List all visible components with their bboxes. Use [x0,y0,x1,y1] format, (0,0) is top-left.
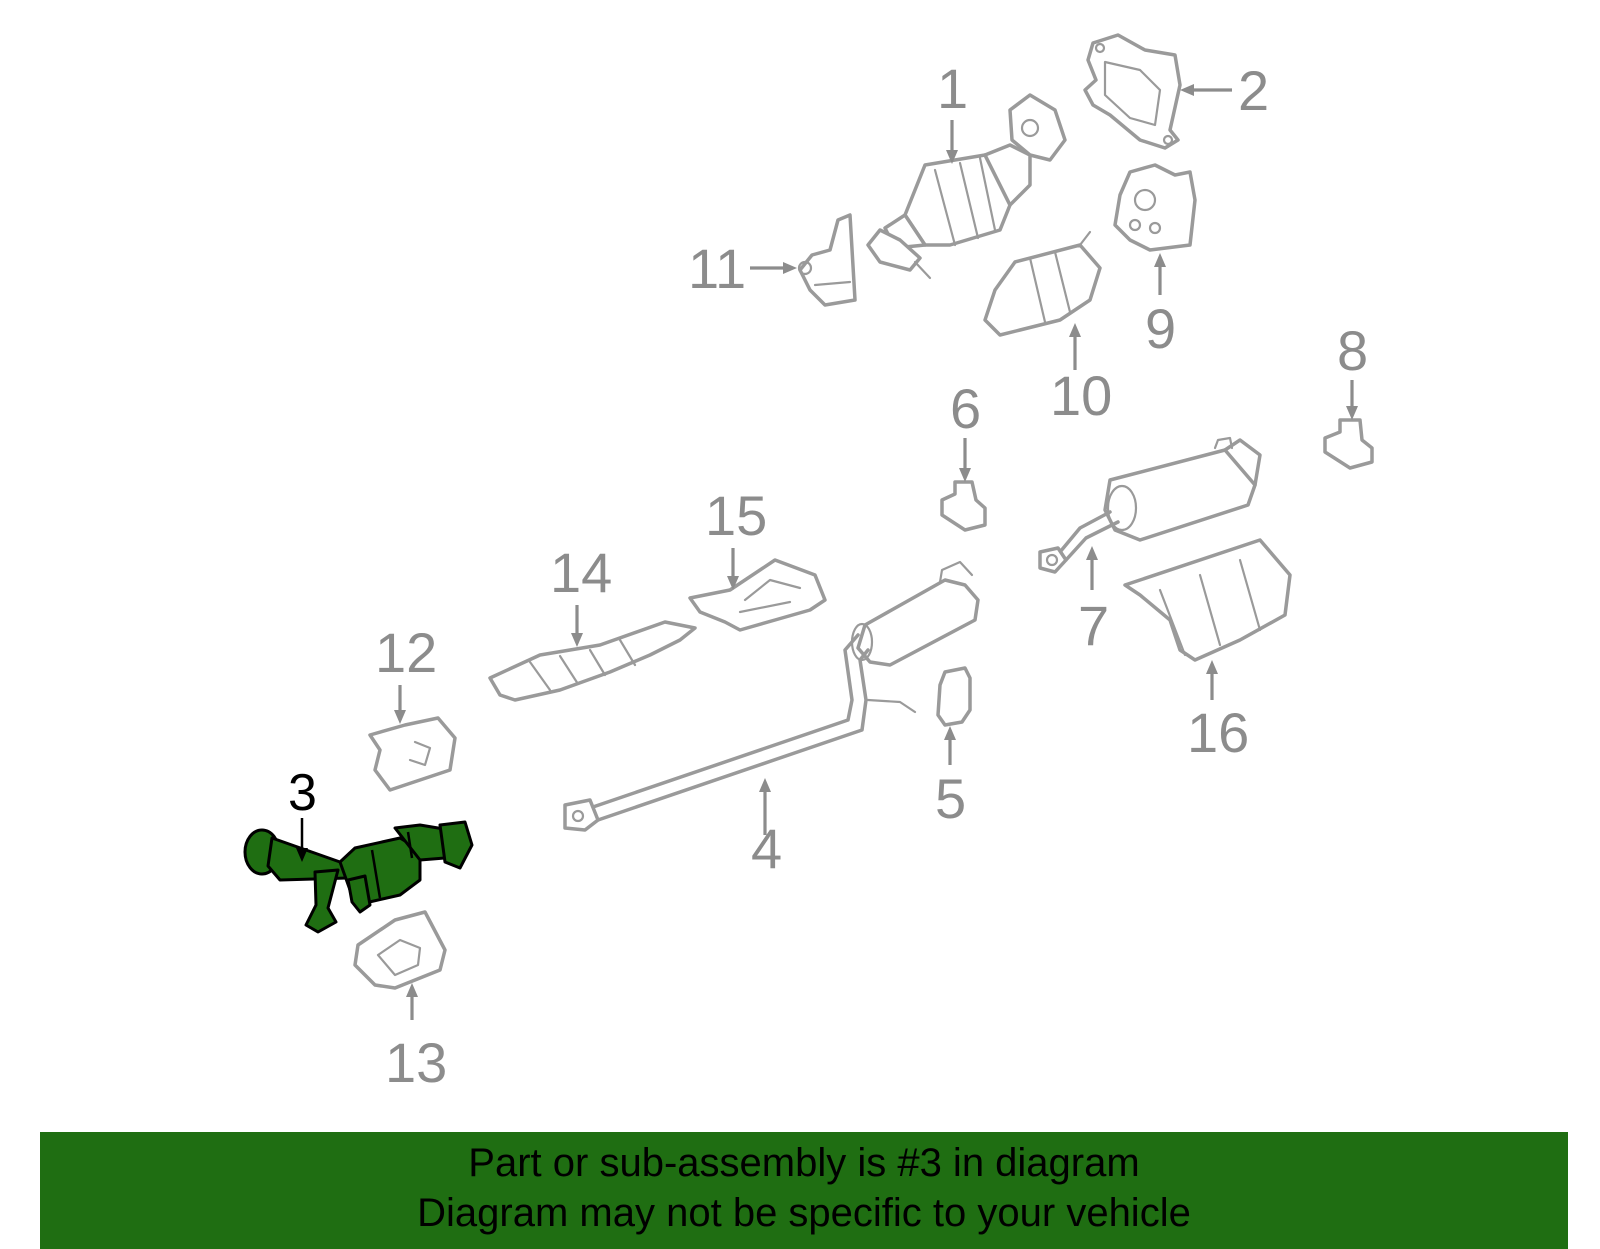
banner-line-1: Part or sub-assembly is #3 in diagram [468,1141,1140,1185]
label-part-2: 2 [1238,59,1269,122]
label-part-10: 10 [1050,364,1112,427]
part-10-heat-shield[interactable] [983,230,1102,337]
banner-line-2: Diagram may not be specific to your vehi… [417,1191,1191,1235]
label-part-1: 1 [937,57,968,120]
label-part-15: 15 [705,484,767,547]
part-11-bracket[interactable] [797,213,857,307]
label-part-11: 11 [688,237,746,300]
part-5-hanger[interactable] [936,666,972,727]
part-3-catalytic-converter-highlighted[interactable] [243,820,474,934]
leader-arrows [296,84,1358,1020]
part-2-gasket[interactable] [1083,33,1182,150]
part-15-heat-shield[interactable] [688,558,827,632]
part-16-heat-shield[interactable] [1123,538,1292,662]
part-4-center-pipe[interactable] [563,560,980,832]
part-6-hanger[interactable] [940,480,987,532]
label-part-6: 6 [950,377,981,440]
part-number-labels: 1 2 3 4 5 6 7 8 9 10 11 12 13 14 15 16 [288,57,1368,1094]
label-part-13: 13 [385,1031,447,1094]
label-part-9: 9 [1145,297,1176,360]
label-part-5: 5 [935,767,966,830]
label-part-12: 12 [375,621,437,684]
label-part-8: 8 [1337,319,1368,382]
label-part-3: 3 [288,764,317,822]
label-part-7: 7 [1078,594,1109,657]
part-9-heat-shield[interactable] [1113,163,1197,252]
part-14-heat-shield[interactable] [488,620,697,702]
label-part-4: 4 [751,817,782,880]
part-1-catalytic-converter[interactable] [866,93,1067,280]
part-8-hanger[interactable] [1323,418,1374,470]
label-part-14: 14 [550,541,612,604]
info-banner: Part or sub-assembly is #3 in diagram Di… [40,1132,1568,1249]
part-13-heat-shield[interactable] [353,910,447,990]
part-7-muffler[interactable] [1038,436,1262,574]
part-12-cover[interactable] [368,716,457,792]
label-part-16: 16 [1187,701,1249,764]
